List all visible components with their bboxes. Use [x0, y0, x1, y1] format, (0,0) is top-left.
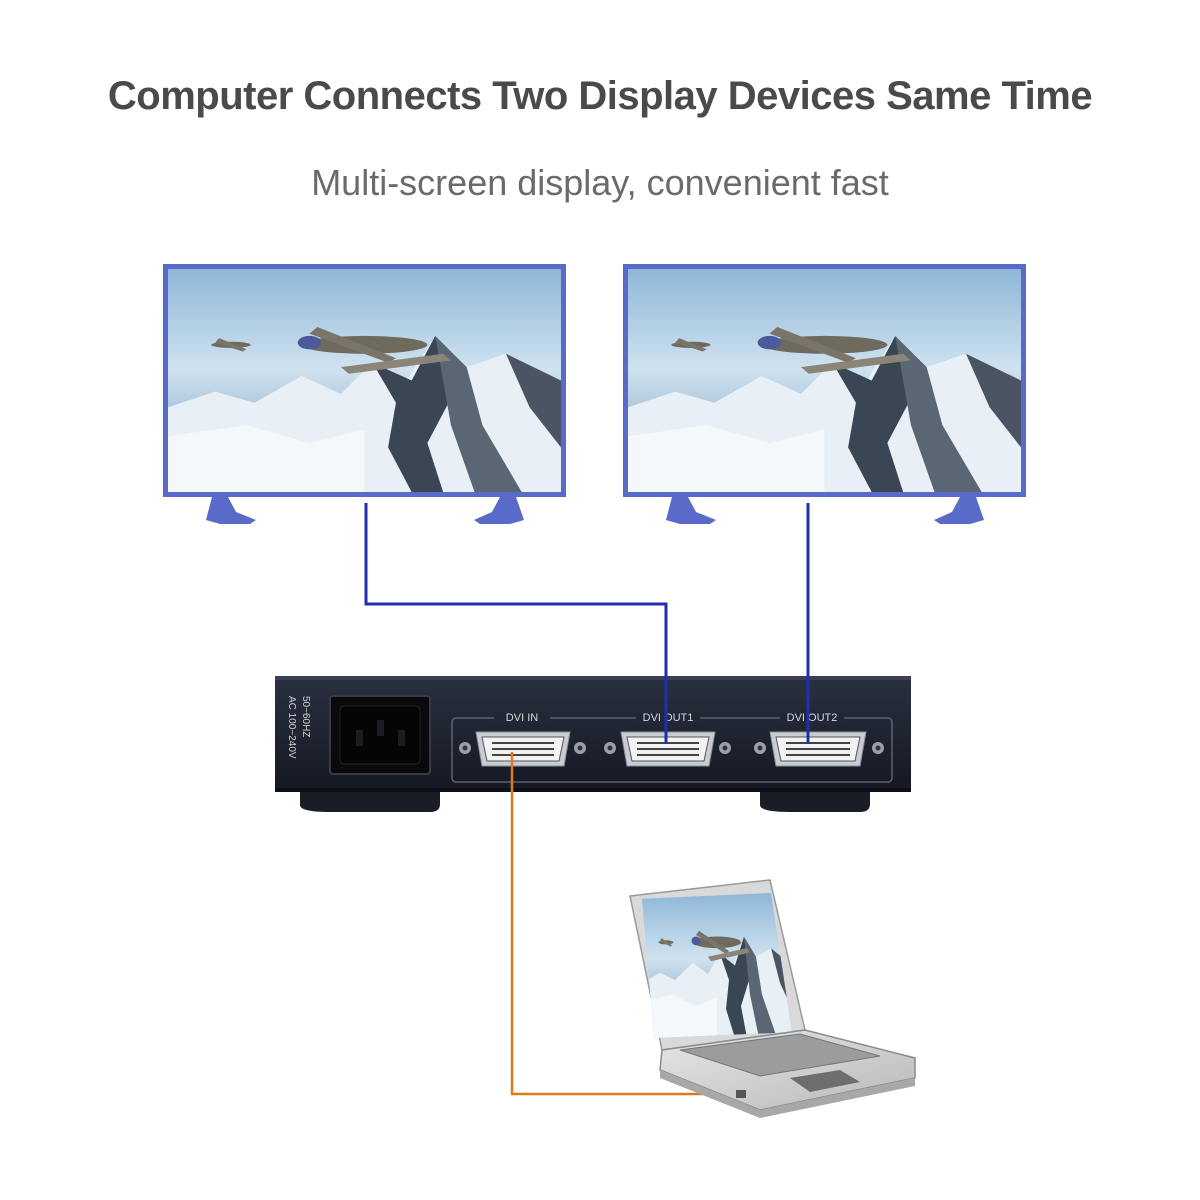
port-label-dvi-in: DVI IN — [506, 712, 538, 724]
power-label-line1: AC 100~240V — [286, 696, 297, 759]
page-subtitle: Multi-screen display, convenient fast — [311, 162, 889, 203]
page-title: Computer Connects Two Display Devices Sa… — [107, 74, 1093, 118]
dvi-splitter: AC 100~240V 50~60HZ DVI IN DVI OUT1 DVI … — [275, 676, 911, 812]
power-socket-icon — [329, 695, 431, 775]
tv-right-icon — [623, 264, 1026, 524]
tv-left-icon — [163, 264, 566, 524]
cable-input — [510, 752, 738, 1096]
cable-out1 — [364, 503, 668, 742]
laptop-icon — [629, 879, 916, 1118]
port-label-dvi-out2: DVI OUT2 — [787, 712, 838, 724]
port-label-dvi-out1: DVI OUT1 — [643, 712, 694, 724]
power-label-line2: 50~60HZ — [300, 696, 311, 737]
